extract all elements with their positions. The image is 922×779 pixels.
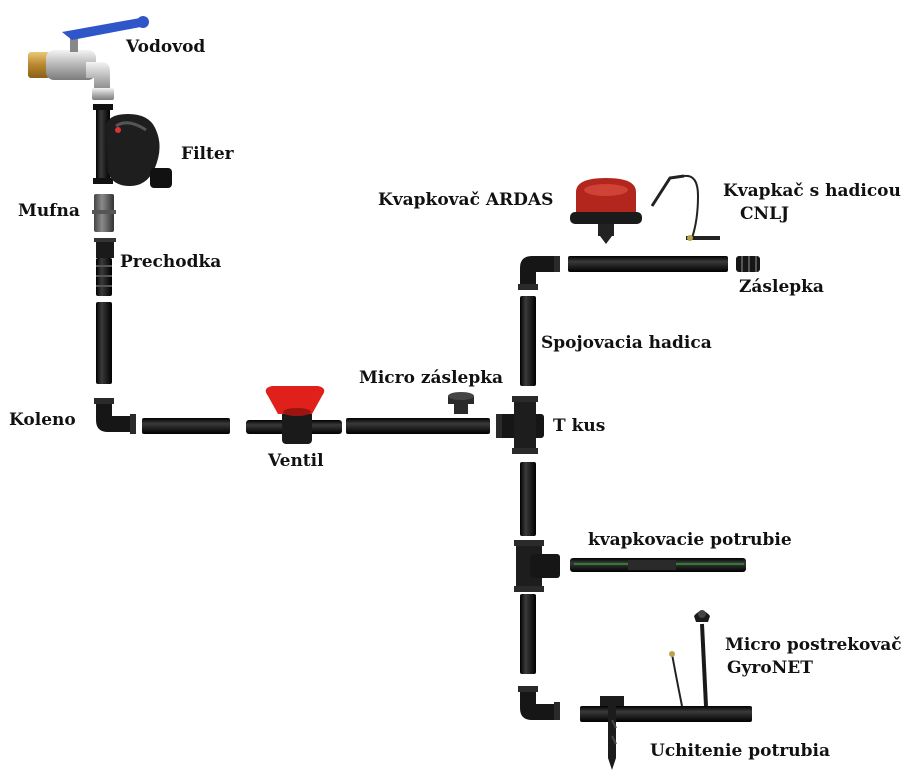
label-vodovod: Vodovod (126, 37, 206, 57)
label-micro-postrekovac-line2: GyroNET (727, 658, 813, 678)
label-mufna: Mufna (18, 201, 80, 221)
top-horizontal-pipe (568, 256, 728, 272)
micro-sprinkler-icon (669, 610, 710, 707)
label-koleno: Koleno (9, 410, 76, 430)
pipe-lower-vertical (520, 594, 536, 674)
label-micro-zaslepka: Micro záslepka (359, 368, 504, 388)
label-spojovacia-hadica: Spojovacia hadica (541, 333, 712, 353)
end-plug-icon (736, 256, 760, 272)
micro-plug-icon (448, 392, 474, 414)
label-uchitenie-potrubia: Uchitenie potrubia (650, 741, 830, 761)
dripper-icon (570, 178, 642, 244)
pipe-elbow-valve (142, 418, 230, 434)
bottom-horizontal-pipe (580, 706, 752, 722)
adapter-icon (94, 238, 116, 296)
label-kvapkac-line2: CNLJ (740, 204, 790, 224)
label-ventil: Ventil (268, 451, 324, 471)
pipe-left-vertical (96, 302, 112, 384)
tee-icon (496, 396, 544, 454)
label-t-kus: T kus (553, 416, 606, 436)
label-zaslepka: Záslepka (739, 277, 824, 297)
label-kvapkovac-ardas: Kvapkovač ARDAS (378, 190, 554, 210)
label-prechodka: Prechodka (120, 252, 222, 272)
elbow-icon (94, 398, 136, 434)
second-tee-icon (514, 540, 560, 592)
pipe-valve-tee (346, 418, 490, 434)
faucet-icon (28, 16, 149, 100)
top-elbow-icon (518, 256, 560, 290)
drip-line-icon (570, 558, 746, 572)
filter-icon (93, 104, 172, 188)
coupling-icon (92, 194, 116, 232)
drip-stake-with-hose-icon (650, 174, 720, 241)
label-kvapkac-line1: Kvapkač s hadicou (723, 181, 901, 201)
connecting-hose-pipe (520, 296, 536, 386)
label-kvapkovacie-potrubie: kvapkovacie potrubie (588, 530, 792, 550)
label-micro-postrekovac-line1: Micro postrekovač (725, 635, 902, 655)
label-filter: Filter (181, 144, 234, 164)
bottom-elbow-icon (518, 686, 560, 720)
valve-icon (246, 386, 342, 444)
pipe-stake-icon (600, 696, 624, 770)
pipe-tee-down (520, 462, 536, 536)
